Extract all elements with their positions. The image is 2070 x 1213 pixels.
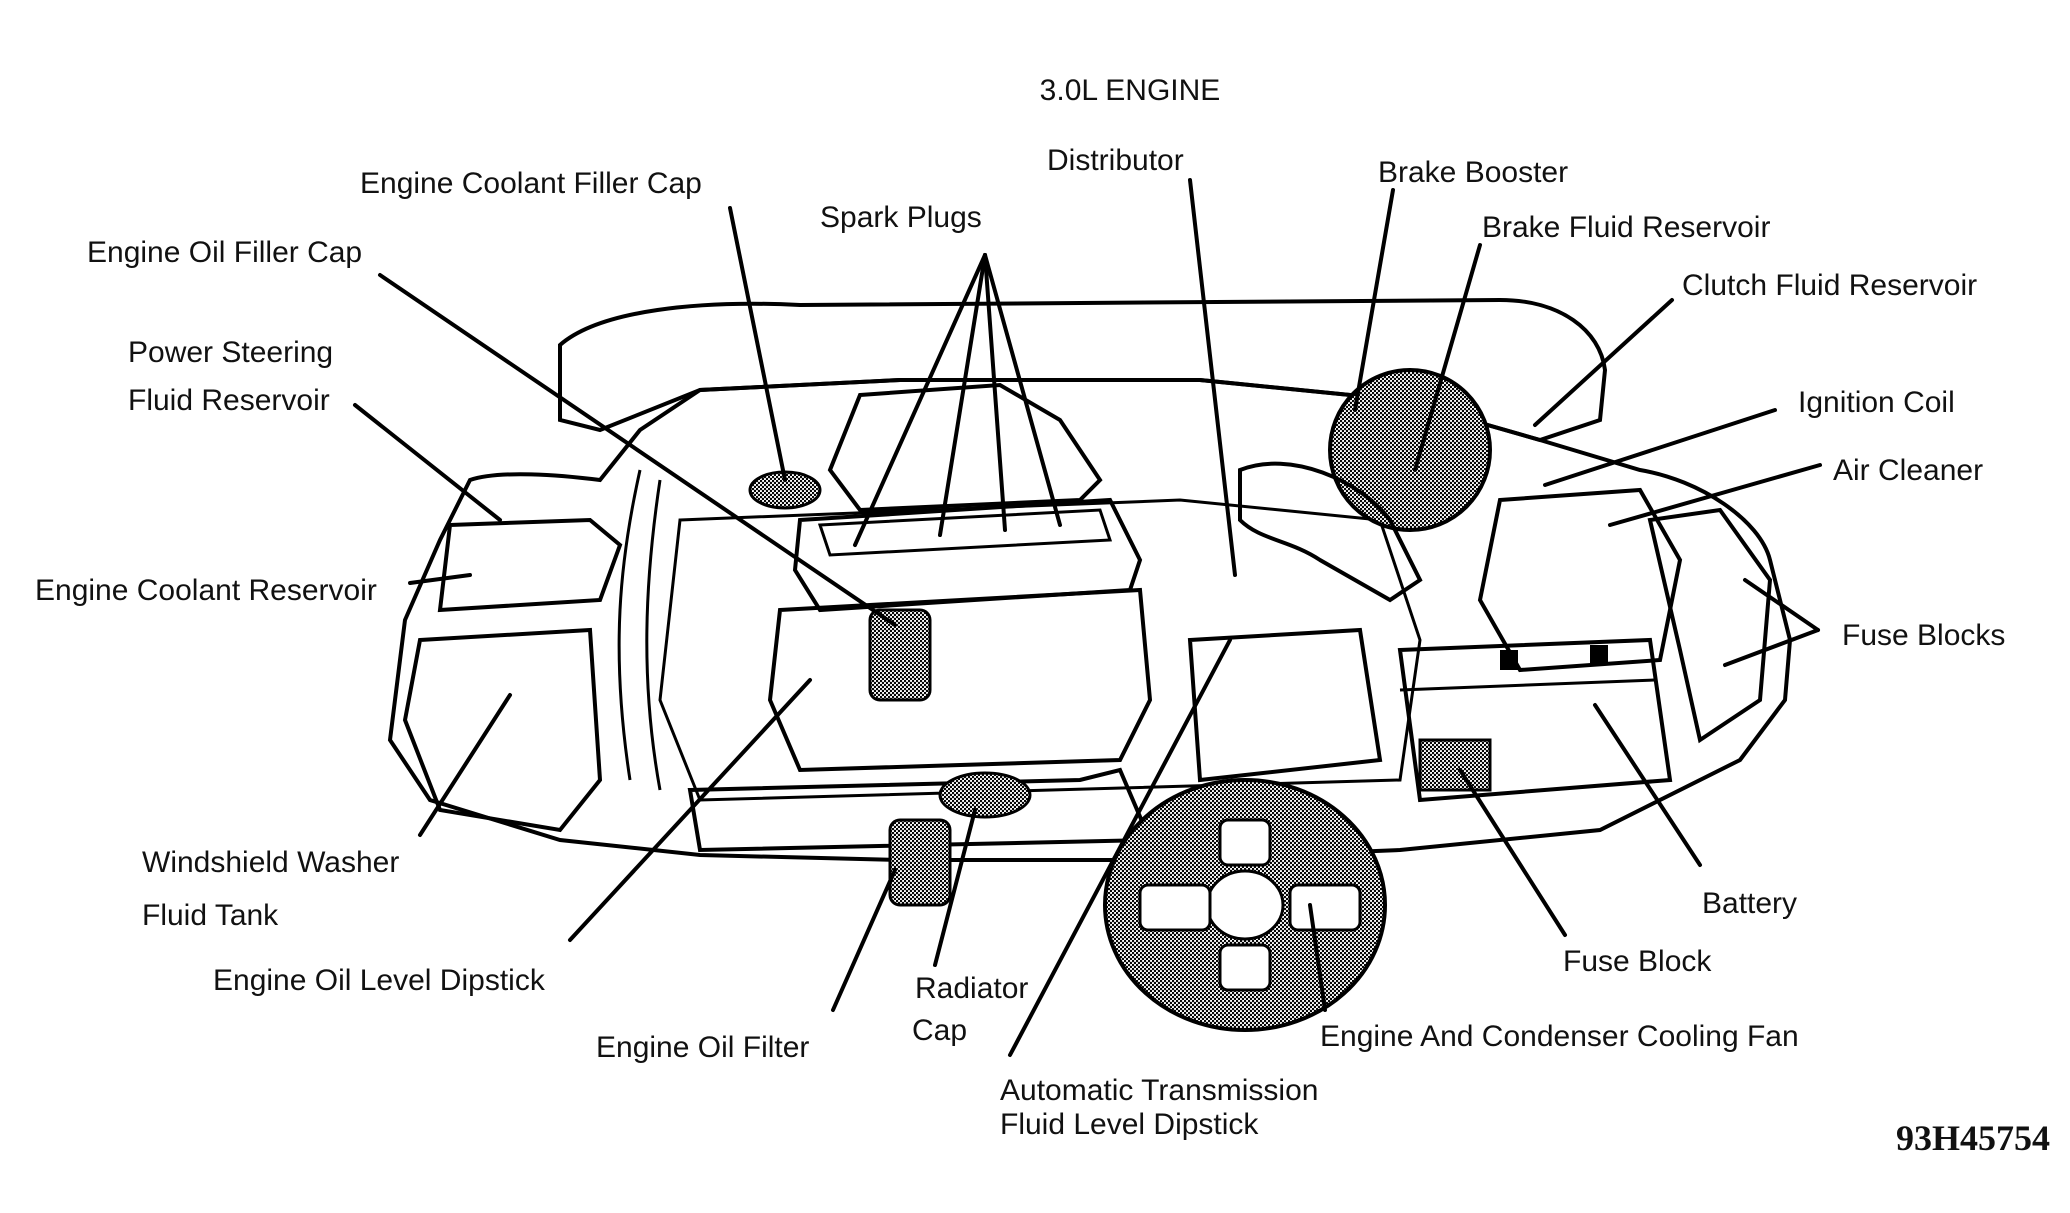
fan-blade-4 <box>1218 943 1272 992</box>
leader-fuse-blocks-b <box>1723 628 1820 667</box>
leader-coolant-reservoir <box>408 573 472 585</box>
fan-blade-1 <box>1138 883 1212 932</box>
engine-illustration <box>387 297 1793 1032</box>
cooling-fan-hub <box>1205 869 1285 941</box>
leader-brake-fluid-reservoir <box>1413 243 1482 472</box>
label-brake-booster: Brake Booster <box>1378 156 1568 189</box>
battery-terminal <box>1500 650 1518 670</box>
left-hoses <box>617 469 642 781</box>
leader-power-steering <box>353 403 502 522</box>
leader-washer-tank <box>418 693 512 837</box>
label-radiator-cap-line1: Radiator <box>915 972 1028 1005</box>
valve-cover-shading <box>817 508 1113 557</box>
reference-code: 93H45754 <box>1896 1118 2050 1158</box>
brake-booster-shape <box>1328 368 1492 532</box>
radiator-cap-shape <box>938 771 1032 819</box>
label-cooling-fan: Engine And Condenser Cooling Fan <box>1320 1020 1799 1053</box>
leader-oil-filler-cap <box>378 273 897 627</box>
leader-air-cleaner <box>1608 463 1822 527</box>
leader-radiator-cap <box>933 808 977 967</box>
label-engine-oil-level-dipstick: Engine Oil Level Dipstick <box>213 964 546 997</box>
oil-filler-cap-shape <box>868 608 932 702</box>
label-power-steering-line2: Fluid Reservoir <box>128 384 330 417</box>
label-fuse-blocks: Fuse Blocks <box>1842 619 2005 652</box>
label-engine-coolant-filler-cap: Engine Coolant Filler Cap <box>360 167 702 200</box>
leader-fuse-block <box>1458 768 1567 937</box>
label-radiator-cap-line2: Cap <box>912 1014 967 1047</box>
transmission-area <box>1187 627 1383 783</box>
diagram-title: 3.0L ENGINE <box>1040 74 1221 107</box>
leader-fuse-blocks-a <box>1743 578 1820 632</box>
fuse-block-shape <box>1418 738 1492 792</box>
fan-blade-3 <box>1218 818 1272 867</box>
leader-oil-dipstick <box>568 678 812 942</box>
leader-atf-dipstick <box>1008 638 1232 1057</box>
leader-ignition-coil <box>1543 408 1777 487</box>
leader-cooling-fan <box>1308 903 1327 1012</box>
air-intake-duct <box>1238 461 1423 603</box>
leader-brake-booster <box>1353 188 1395 412</box>
label-atf-line2: Fluid Level Dipstick <box>1000 1108 1259 1141</box>
intake-plenum <box>827 382 1103 513</box>
label-ignition-coil: Ignition Coil <box>1798 386 1955 419</box>
label-spark-plugs: Spark Plugs <box>820 201 982 234</box>
leader-spark-plug-2 <box>938 253 987 537</box>
label-distributor: Distributor <box>1047 144 1184 177</box>
coolant-reservoir-shape <box>437 517 623 613</box>
label-clutch-fluid-reservoir: Clutch Fluid Reservoir <box>1682 269 1977 302</box>
leader-oil-filter <box>831 868 897 1012</box>
leader-spark-plug-4 <box>983 253 1062 527</box>
leader-distributor <box>1188 178 1237 577</box>
battery-shape <box>1397 637 1673 803</box>
battery-terminal-2 <box>1590 645 1608 665</box>
leader-clutch-fluid-reservoir <box>1533 298 1674 427</box>
label-brake-fluid-reservoir: Brake Fluid Reservoir <box>1482 211 1770 244</box>
label-washer-line2: Fluid Tank <box>142 899 279 932</box>
engine-block <box>767 587 1153 773</box>
leader-spark-plug-3 <box>983 253 1007 532</box>
label-atf-line1: Automatic Transmission <box>1000 1074 1318 1107</box>
label-fuse-block: Fuse Block <box>1563 945 1712 978</box>
fuse-blocks-shape <box>1647 507 1773 744</box>
label-washer-line1: Windshield Washer <box>142 846 399 879</box>
leader-lines <box>353 178 1822 1057</box>
label-battery: Battery <box>1702 887 1797 920</box>
air-cleaner-shape <box>1477 487 1683 673</box>
oil-filter-shape <box>888 818 952 907</box>
washer-tank-shape <box>402 627 603 833</box>
leader-coolant-filler-cap <box>728 206 787 482</box>
label-engine-oil-filter: Engine Oil Filter <box>596 1031 809 1064</box>
leader-battery <box>1593 703 1702 867</box>
left-hoses-2 <box>645 479 662 791</box>
leader-spark-plug-1 <box>853 253 987 547</box>
battery-top-edge <box>1399 678 1656 692</box>
label-power-steering-line1: Power Steering <box>128 336 333 369</box>
label-engine-coolant-reservoir: Engine Coolant Reservoir <box>35 574 377 607</box>
label-air-cleaner: Air Cleaner <box>1833 454 1983 487</box>
firewall-panel <box>558 297 1608 443</box>
label-engine-oil-filler-cap: Engine Oil Filler Cap <box>87 236 362 269</box>
fan-blade-2 <box>1288 883 1362 932</box>
